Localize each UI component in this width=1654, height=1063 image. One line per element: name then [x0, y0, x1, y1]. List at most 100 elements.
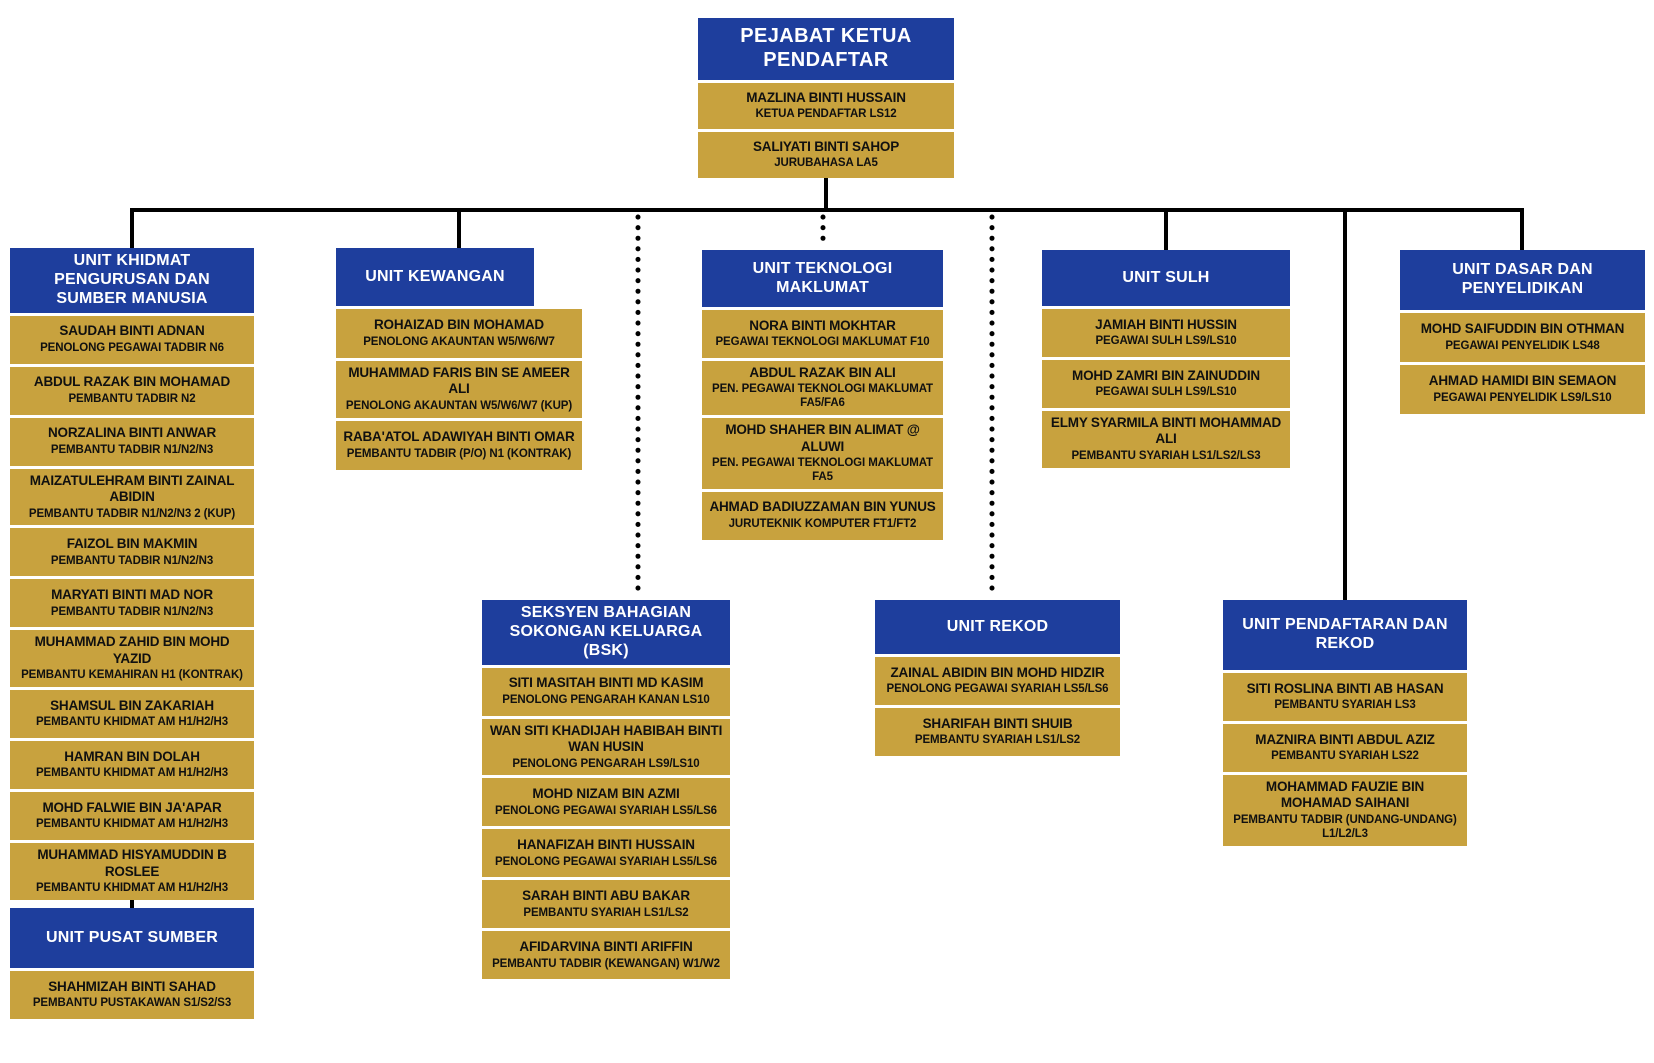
staff-role: PEMBANTU SYARIAH LS1/LS2 [523, 906, 689, 919]
staff-name: SARAH BINTI ABU BAKAR [522, 888, 690, 904]
staff-name: SITI ROSLINA BINTI AB HASAN [1246, 680, 1444, 696]
staff-role: PEMBANTU TADBIR N1/N2/N3 2 (KUP) [28, 507, 236, 520]
unit-dasar-penyelidikan-title: UNIT DASAR DAN PENYELIDIKAN [1400, 250, 1645, 310]
staff-name: AHMAD BADIUZZAMAN BIN YUNUS [709, 499, 936, 515]
staff-role: PEGAWAI PENYELIDIK LS9/LS10 [1433, 391, 1612, 404]
staff-name: JAMIAH BINTI HUSSIN [1095, 316, 1237, 332]
staff-name: MOHD FALWIE BIN JA'APAR [42, 799, 222, 815]
unit-kewangan-staff-box: ROHAIZAD BIN MOHAMAD PENOLONG AKAUNTAN W5… [336, 309, 582, 358]
staff-role: PEMBANTU TADBIR (P/O) N1 (KONTRAK) [346, 447, 572, 460]
unit-khidmat-pengurusan-title: UNIT KHIDMAT PENGURUSAN DAN SUMBER MANUS… [10, 248, 254, 313]
unit-teknologi-maklumat-staff-box: AHMAD BADIUZZAMAN BIN YUNUS JURUTEKNIK KO… [702, 491, 943, 540]
staff-role: PEMBANTU TADBIR N2 [68, 392, 196, 405]
seksyen-bsk-staff-box: WAN SITI KHADIJAH HABIBAH BINTI WAN HUSI… [482, 718, 730, 776]
unit-pendaftaran-rekod-title: UNIT PENDAFTARAN DAN REKOD [1223, 600, 1467, 670]
staff-name: ABDUL RAZAK BIN ALI [749, 365, 896, 380]
staff-name: MUHAMMAD ZAHID BIN MOHD YAZID [34, 634, 230, 666]
unit-teknologi-maklumat-staff-box: ABDUL RAZAK BIN ALI PEN. PEGAWAI TEKNOLOG… [702, 361, 943, 416]
staff-role: KETUA PENDAFTAR LS12 [755, 108, 897, 121]
unit-khidmat-pengurusan-staff-box: MUHAMMAD ZAHID BIN MOHD YAZID PEMBANTU KE… [10, 630, 254, 688]
unit-kewangan-staff-box: RABA'ATOL ADAWIYAH BINTI OMAR PEMBANTU TA… [336, 420, 582, 470]
unit-teknologi-maklumat-title: UNIT TEKNOLOGI MAKLUMAT [702, 250, 943, 307]
pejabat-ketua-pendaftar-title: PEJABAT KETUA PENDAFTAR [698, 18, 954, 80]
staff-name: RABA'ATOL ADAWIYAH BINTI OMAR [343, 429, 575, 445]
unit-dasar-penyelidikan-staff-box: MOHD SAIFUDDIN BIN OTHMAN PEGAWAI PENYELI… [1400, 313, 1645, 362]
staff-name: SHAMSUL BIN ZAKARIAH [50, 697, 214, 713]
staff-role: PENOLONG PEGAWAI SYARIAH LS5/LS6 [886, 683, 1109, 696]
staff-name: MOHD SAIFUDDIN BIN OTHMAN [1420, 321, 1625, 337]
staff-role: PENOLONG PEGAWAI TADBIR N6 [40, 341, 224, 354]
staff-name: WAN SITI KHADIJAH HABIBAH BINTI WAN HUSI… [489, 722, 723, 755]
staff-role: PENOLONG PENGARAH KANAN LS10 [502, 693, 710, 706]
staff-name: MUHAMMAD FARIS BIN SE AMEER ALI [348, 365, 570, 397]
staff-role: PEGAWAI SULH LS9/LS10 [1095, 335, 1237, 348]
staff-name: AHMAD HAMIDI BIN SEMAON [1428, 373, 1617, 389]
unit-pusat-sumber-title: UNIT PUSAT SUMBER [10, 908, 254, 968]
staff-role: PEMBANTU TADBIR N1/N2/N3 [50, 443, 214, 456]
staff-role: PENOLONG AKAUNTAN W5/W6/W7 (KUP) [345, 399, 573, 412]
unit-teknologi-maklumat-staff-box: NORA BINTI MOKHTAR PEGAWAI TEKNOLOGI MAKL… [702, 310, 943, 358]
staff-name: SHAHMIZAH BINTI SAHAD [48, 978, 216, 994]
staff-role: PEMBANTU KHIDMAT AM H1/H2/H3 [35, 767, 229, 780]
staff-name: ZAINAL ABIDIN BIN MOHD HIDZIR [890, 664, 1105, 680]
staff-role: PEN. PEGAWAI TEKNOLOGI MAKLUMAT FA5/FA6 [712, 383, 933, 410]
staff-role: PENOLONG AKAUNTAN W5/W6/W7 [363, 335, 555, 348]
staff-name: SHARIFAH BINTI SHUIB [922, 715, 1073, 731]
staff-role: PEMBANTU TADBIR (KEWANGAN) W1/W2 [492, 957, 720, 970]
staff-name: FAIZOL BIN MAKMIN [66, 536, 198, 552]
unit-khidmat-pengurusan: UNIT KHIDMAT PENGURUSAN DAN SUMBER MANUS… [10, 248, 254, 900]
staff-name: MOHD NIZAM BIN AZMI [532, 786, 680, 802]
unit-rekod-title: UNIT REKOD [875, 600, 1120, 654]
staff-role: PEGAWAI SULH LS9/LS10 [1095, 386, 1237, 399]
staff-name: MUHAMMAD HISYAMUDDIN B ROSLEE [37, 847, 227, 879]
staff-name: NORZALINA BINTI ANWAR [47, 425, 217, 441]
unit-kewangan-staff-box: MUHAMMAD FARIS BIN SE AMEER ALI PENOLONG … [336, 361, 582, 418]
staff-name: NORA BINTI MOKHTAR [749, 317, 896, 333]
staff-role: PEN. PEGAWAI TEKNOLOGI MAKLUMAT FA5 [712, 457, 933, 483]
unit-dasar-penyelidikan-staff-box: AHMAD HAMIDI BIN SEMAON PEGAWAI PENYELIDI… [1400, 365, 1645, 414]
staff-role: PENOLONG PENGARAH LS9/LS10 [512, 757, 700, 770]
staff-role: PEMBANTU KHIDMAT AM H1/H2/H3 [35, 882, 229, 895]
staff-role: PEGAWAI TEKNOLOGI MAKLUMAT F10 [715, 336, 930, 349]
staff-role: PEMBANTU KEMAHIRAN H1 (KONTRAK) [21, 669, 243, 682]
staff-name: SITI MASITAH BINTI MD KASIM [508, 675, 704, 691]
staff-role: JURUBAHASA LA5 [774, 157, 878, 170]
staff-role: PEMBANTU PUSTAKAWAN S1/S2/S3 [32, 997, 232, 1010]
seksyen-bsk: SEKSYEN BAHAGIAN SOKONGAN KELUARGA (BSK)… [482, 600, 730, 980]
staff-role: JURUTEKNIK KOMPUTER FT1/FT2 [728, 517, 917, 530]
staff-name: MOHAMMAD FAUZIE BIN MOHAMAD SAIHANI [1265, 779, 1425, 811]
staff-name: MOHD ZAMRI BIN ZAINUDDIN [1072, 367, 1260, 383]
staff-name: SAUDAH BINTI ADNAN [59, 323, 205, 339]
unit-khidmat-pengurusan-staff-box: MUHAMMAD HISYAMUDDIN B ROSLEE PEMBANTU KH… [10, 843, 254, 900]
unit-rekod-staff-box: ZAINAL ABIDIN BIN MOHD HIDZIR PENOLONG PE… [875, 657, 1120, 705]
staff-role: PENOLONG PEGAWAI SYARIAH LS5/LS6 [495, 855, 717, 868]
staff-name: AFIDARVINA BINTI ARIFFIN [519, 939, 693, 955]
staff-role: PEGAWAI PENYELIDIK LS48 [1445, 339, 1600, 352]
staff-role: PEMBANTU SYARIAH LS1/LS2 [914, 734, 1081, 747]
staff-name: MAIZATULEHRAM BINTI ZAINAL ABIDIN [29, 472, 235, 505]
unit-sulh-staff-box: MOHD ZAMRI BIN ZAINUDDIN PEGAWAI SULH LS9… [1042, 360, 1290, 408]
staff-name: ROHAIZAD BIN MOHAMAD [374, 317, 544, 333]
staff-role: PEMBANTU KHIDMAT AM H1/H2/H3 [35, 818, 229, 831]
staff-name: HAMRAN BIN DOLAH [64, 748, 200, 764]
staff-name: ELMY SYARMILA BINTI MOHAMMAD ALI [1050, 415, 1282, 447]
unit-rekod-staff-box: SHARIFAH BINTI SHUIB PEMBANTU SYARIAH LS1… [875, 708, 1120, 756]
unit-khidmat-pengurusan-staff-box: NORZALINA BINTI ANWAR PEMBANTU TADBIR N1/… [10, 417, 254, 466]
